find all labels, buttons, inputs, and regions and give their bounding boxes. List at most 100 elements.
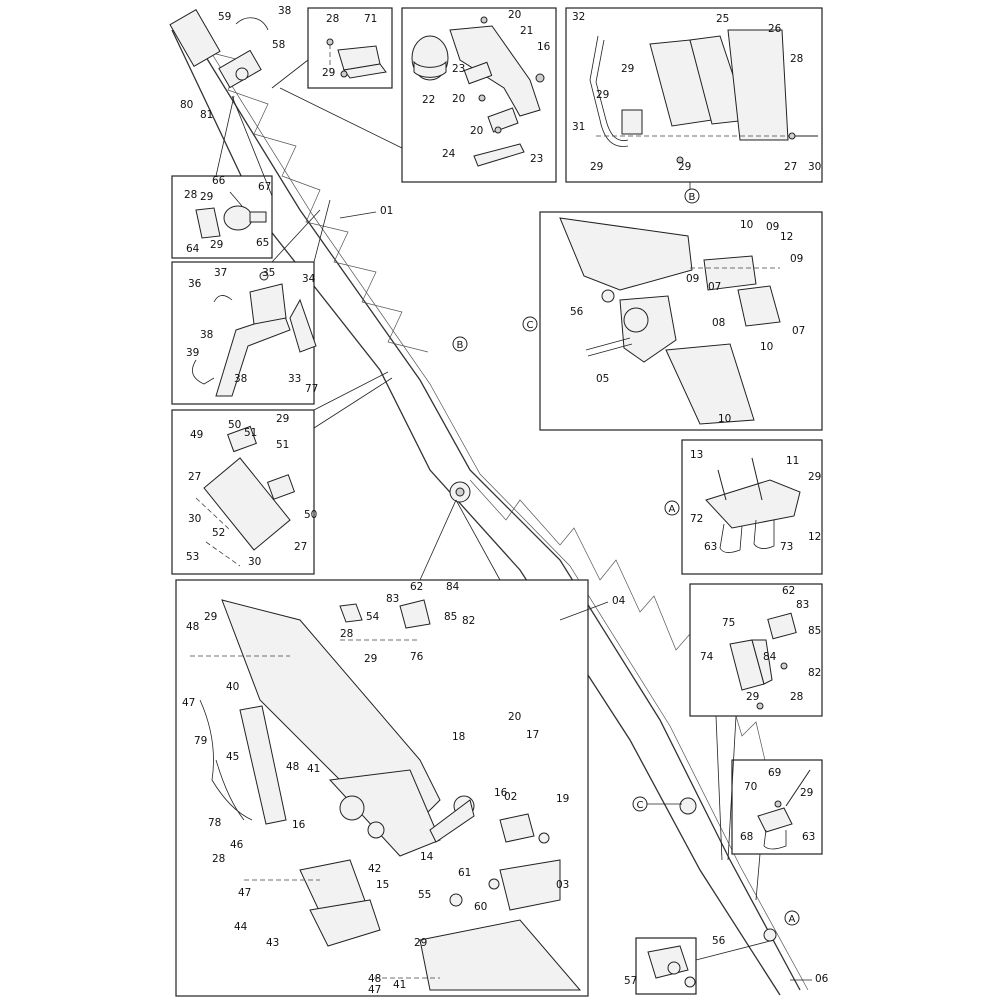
callout-main-2: 06 <box>815 973 829 985</box>
callout-box-side-7: 29 <box>746 691 759 703</box>
callout-box-lower-23: 16 <box>494 787 508 799</box>
callout-box-B-8: 29 <box>678 161 691 173</box>
callout-box-plate-3: 51 <box>244 427 257 439</box>
callout-box-lower-40: 41 <box>393 979 406 991</box>
callout-top-left-3: 80 <box>180 99 193 111</box>
callout-box-small-0: 69 <box>768 767 781 779</box>
callout-box-lower-8: 29 <box>204 611 217 623</box>
callout-box-lower-3: 54 <box>366 611 380 623</box>
callout-box-lower-17: 45 <box>226 751 239 763</box>
callout-box-side-2: 83 <box>796 599 809 611</box>
callout-box-A-5: 73 <box>780 541 793 553</box>
callout-box-plate-7: 52 <box>212 527 225 539</box>
callout-box-B-9: 27 <box>784 161 797 173</box>
lower-linkage-assembly <box>190 599 582 991</box>
callout-box-71-2: 29 <box>322 67 335 79</box>
callout-box-lower-12: 40 <box>226 681 239 693</box>
callout-box-C-1: 09 <box>766 221 779 233</box>
callout-box-lower-6: 28 <box>340 628 353 640</box>
callout-box-lower-13: 79 <box>194 735 207 747</box>
callout-box-lower-16: 17 <box>526 729 539 741</box>
callout-box-hitch-4: 20 <box>452 93 465 105</box>
callout-box-bracket-4: 38 <box>200 329 213 341</box>
callout-box-hitch-5: 22 <box>422 94 435 106</box>
callout-box-hitch-6: 20 <box>470 125 483 137</box>
callout-box-plate-4: 51 <box>276 439 289 451</box>
callout-box-bracket-1: 35 <box>262 267 275 279</box>
callout-box-lower-33: 47 <box>238 887 251 899</box>
callout-box-71-0: 28 <box>326 13 339 25</box>
callout-box-lower-37: 29 <box>414 937 427 949</box>
callout-box-bracket-3: 36 <box>188 278 202 290</box>
callout-box-lower-7: 48 <box>186 621 199 633</box>
callout-box-lower-2: 83 <box>386 593 399 605</box>
view-marker-B-label: B <box>457 340 464 351</box>
callout-box-lower-0: 62 <box>410 581 423 593</box>
callout-box-plate-0: 50 <box>228 419 241 431</box>
callout-box-lower-36: 43 <box>266 937 279 949</box>
callout-box-lower-24: 16 <box>292 819 306 831</box>
callout-box-A-4: 63 <box>704 541 717 553</box>
callout-box-71-1: 71 <box>364 13 377 25</box>
callout-box-B-5: 29 <box>596 89 609 101</box>
callout-box-lower-29: 61 <box>458 867 471 879</box>
callout-box-C-9: 10 <box>760 341 773 353</box>
callout-box-lower-30: 03 <box>556 879 569 891</box>
callout-box-joint-5: 64 <box>186 243 200 255</box>
callout-box-lower-11: 47 <box>182 697 195 709</box>
callout-box-lower-32: 55 <box>418 889 431 901</box>
callout-box-plate-9: 27 <box>294 541 307 553</box>
callout-box-plate-5: 27 <box>188 471 201 483</box>
callout-box-bracket-5: 39 <box>186 347 199 359</box>
boom-truss <box>171 17 809 996</box>
callout-box-lower-38: 48 <box>368 973 381 985</box>
callout-box-lower-10: 76 <box>410 651 424 663</box>
callout-box-joint-1: 66 <box>212 175 226 187</box>
callout-box-lower-5: 82 <box>462 615 475 627</box>
callout-top-left-1: 59 <box>218 11 231 23</box>
view-marker-B-frame: B <box>684 188 700 204</box>
callout-main-0: 01 <box>380 205 393 217</box>
view-marker-C-boom: C <box>632 796 682 812</box>
callout-box-plate-1: 29 <box>276 413 289 425</box>
view-marker-A: A <box>664 500 680 516</box>
view-marker-B: B <box>452 336 468 352</box>
callout-box-C-8: 07 <box>792 325 805 337</box>
callout-box-small-3: 68 <box>740 831 753 843</box>
callout-box-bracket-6: 38 <box>234 373 247 385</box>
callout-box-C-6: 56 <box>570 306 584 318</box>
callout-box-B-4: 28 <box>790 53 803 65</box>
top-fold-mechanism <box>169 9 269 89</box>
callout-box-end-0: 56 <box>712 935 726 947</box>
support-bracket-assembly <box>192 271 317 397</box>
callout-box-side-4: 74 <box>700 651 714 663</box>
small-clamp-assembly <box>757 769 811 850</box>
callout-box-lower-21: 19 <box>556 793 569 805</box>
callout-box-plate-8: 50 <box>304 509 317 521</box>
callout-box-lower-1: 84 <box>446 581 460 593</box>
callout-box-A-2: 29 <box>808 471 821 483</box>
callout-box-hitch-8: 23 <box>530 153 543 165</box>
callout-top-left-2: 58 <box>272 39 285 51</box>
main-callout-leaders <box>339 211 812 981</box>
callout-box-B-0: 32 <box>572 11 585 23</box>
callout-box-bracket-2: 34 <box>302 273 316 285</box>
callout-box-bracket-0: 37 <box>214 267 227 279</box>
view-marker-C: C <box>522 316 538 332</box>
callout-box-lower-39: 47 <box>368 984 381 996</box>
callout-box-B-3: 29 <box>621 63 634 75</box>
callout-box-small-1: 70 <box>744 781 757 793</box>
view-marker-C-boom-label: C <box>637 800 644 811</box>
callout-box-lower-25: 46 <box>230 839 244 851</box>
frame-small <box>731 759 823 855</box>
callout-box-plate-2: 49 <box>190 429 203 441</box>
bracket-B-assembly <box>589 29 818 164</box>
callout-box-side-5: 84 <box>763 651 777 663</box>
callout-box-side-1: 75 <box>722 617 735 629</box>
callout-box-A-3: 72 <box>690 513 703 525</box>
callout-box-side-6: 82 <box>808 667 821 679</box>
callout-box-hitch-1: 21 <box>520 25 533 37</box>
view-marker-A-boom-label: A <box>789 914 796 925</box>
callout-box-C-7: 08 <box>712 317 725 329</box>
